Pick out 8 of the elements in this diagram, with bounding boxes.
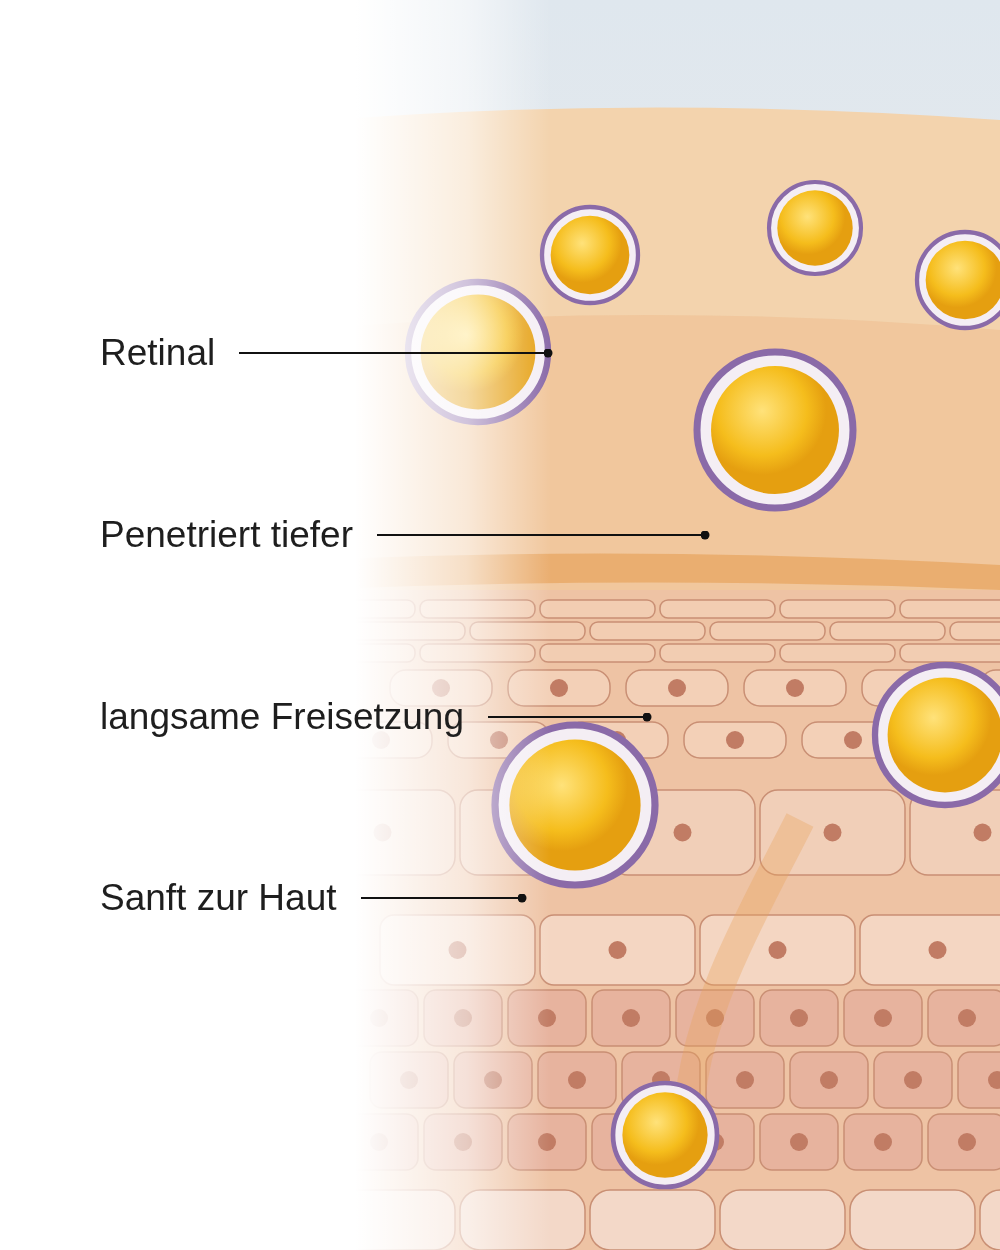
callout-label: Retinal xyxy=(100,331,240,375)
leader-line xyxy=(487,712,652,722)
leader-line xyxy=(376,530,710,540)
leader-line xyxy=(238,348,553,358)
leader-line xyxy=(360,893,527,903)
callout-label: Sanft zur Haut xyxy=(100,876,361,920)
callout-label: langsame Freisetzung xyxy=(100,695,489,739)
callout-label: Penetriert tiefer xyxy=(100,513,377,557)
